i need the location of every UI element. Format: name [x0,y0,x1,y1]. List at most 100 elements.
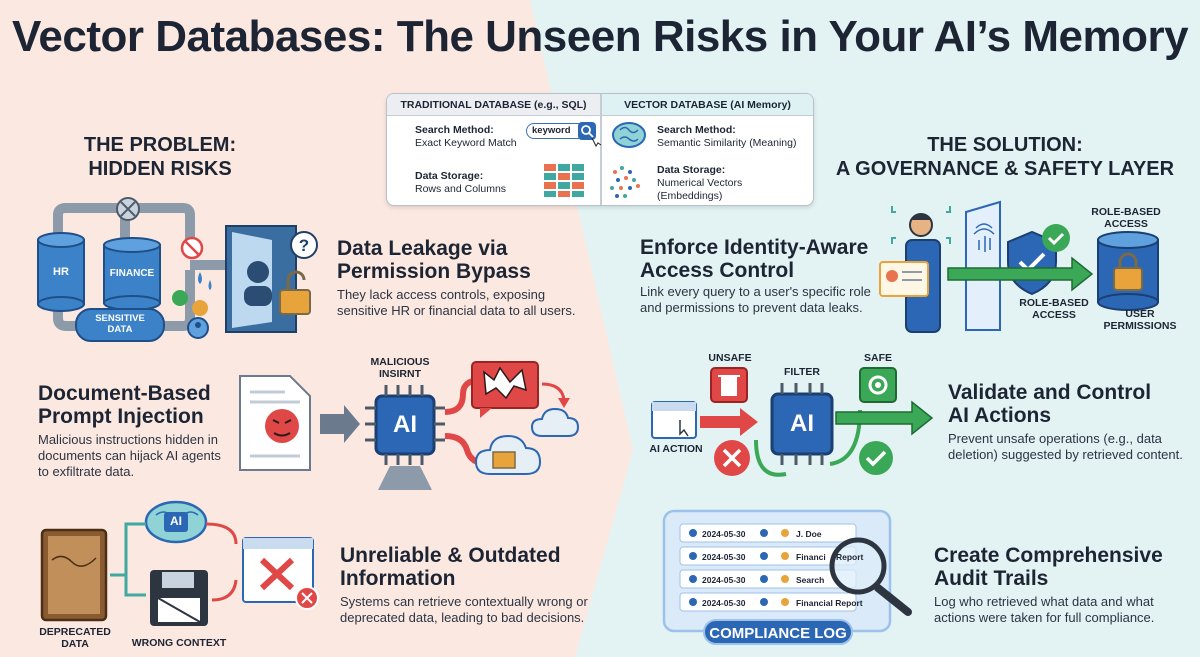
right-storage-label: Data Storage: [657,164,726,176]
finance-label: FINANCE [109,268,155,279]
solution-3-title-line2: Audit Trails [934,567,1049,590]
solution-2-desc-line1: Prevent unsafe operations (e.g., data [948,431,1162,446]
problem-3-title-line2: Information [340,567,456,590]
problem-1-desc-line2: sensitive HR or financial data to all us… [337,303,576,318]
vector-db-header: VECTOR DATABASE (AI Memory) [600,94,813,116]
left-search-cell: Search Method: Exact Keyword Match [415,124,517,150]
solution-2-title-line2: AI Actions [948,404,1052,427]
report-tag: Report [836,552,864,562]
solution-2-desc-line2: deletion) suggested by retrieved content… [948,447,1183,462]
solution-1-desc-line1: Link every query to a user's specific ro… [640,284,871,299]
page-title: Vector Databases: The Unseen Risks in Yo… [11,12,1189,61]
problem-3-desc-line1: Systems can retrieve contextually wrong … [340,594,588,609]
log-row-3-date: 2024-05-30 [702,575,746,585]
sensitive-label-line1: SENSITIVE [95,313,145,324]
left-storage-value: Rows and Columns [415,183,507,195]
log-row-2-date: 2024-05-30 [702,552,746,562]
left-storage-label: Data Storage: [415,170,484,182]
malicious-label-line1: MALICIOUS [370,356,430,368]
rba-top-line1: ROLE-BASED [1091,206,1161,218]
solution-1-desc: Link every query to a user's specific ro… [640,284,890,316]
compliance-log-badge: COMPLIANCE LOG [703,619,853,645]
solution-heading-line2: A GOVERNANCE & SAFETY LAYER [835,158,1175,180]
solution-heading-line1: THE SOLUTION: [927,134,1083,156]
solution-2-desc: Prevent unsafe operations (e.g., data de… [948,431,1193,463]
problem-1-title: Data Leakage via Permission Bypass [337,237,577,283]
rba-top-label: ROLE-BASED ACCESS [1086,206,1166,230]
ai-chip-label: AI [393,411,417,438]
problem-2-title-line2: Prompt Injection [38,405,204,428]
sensitive-label-line2: DATA [107,324,133,335]
deprecated-label-line2: DATA [61,638,89,650]
problem-1-desc: They lack access controls, exposing sens… [337,287,587,319]
table-divider [600,94,602,205]
malicious-label: MALICIOUS INSIRNT [360,356,440,380]
solution-3-title: Create Comprehensive Audit Trails [934,544,1184,590]
malicious-label-line2: INSIRNT [379,368,421,380]
solution-1-title-line1: Enforce Identity-Aware [640,236,869,259]
ai-action-label: AI ACTION [649,443,703,455]
solution-1-desc-line2: and permissions to prevent data leaks. [640,300,863,315]
left-search-value: Exact Keyword Match [415,137,517,149]
deprecated-label-line1: DEPRECATED [39,626,111,638]
solution-1-title-line2: Access Control [640,259,795,282]
problem-2-title-line1: Document-Based [38,382,211,405]
log-row-4-text: Financial Report [796,598,863,608]
problem-1-desc-line1: They lack access controls, exposing [337,287,546,302]
problem-3-title-line1: Unreliable & Outdated [340,544,561,567]
safe-label: SAFE [863,352,892,364]
user-perm-line2: PERMISSIONS [1103,320,1177,332]
solution-3-desc: Log who retrieved what data and what act… [934,594,1184,626]
problem-2-desc-line1: Malicious instructions hidden in [38,432,218,447]
right-storage-cell: Data Storage: Numerical Vectors (Embeddi… [657,164,742,203]
log-row-3-text: Search [796,575,825,585]
rba-mid-line2: ACCESS [1032,309,1076,321]
solution-3-title-line1: Create Comprehensive [934,544,1163,567]
solution-1-title: Enforce Identity-Aware Access Control [640,236,880,282]
problem-3-desc: Systems can retrieve contextually wrong … [340,594,590,626]
filter-ai-label: AI [790,410,814,437]
right-search-cell: Search Method: Semantic Similarity (Mean… [657,124,796,150]
log-row-1-date: 2024-05-30 [702,529,746,539]
keyword-search-box: keyword [526,123,586,139]
solution-2-title-line1: Validate and Control [948,381,1152,404]
traditional-db-header: TRADITIONAL DATABASE (e.g., SQL) [387,94,600,116]
problem-heading-line1: THE PROBLEM: [83,134,237,156]
problem-3-title: Unreliable & Outdated Information [340,544,580,590]
problem-2-title: Document-Based Prompt Injection [38,382,238,428]
rba-mid-line1: ROLE-BASED [1019,297,1089,309]
solution-2-title: Validate and Control AI Actions [948,381,1188,427]
sensitive-data-label: SENSITIVE DATA [76,313,164,335]
problem-heading-line2: HIDDEN RISKS [88,158,232,180]
right-storage-value-1: Numerical Vectors [657,177,743,189]
solution-heading: THE SOLUTION: A GOVERNANCE & SAFETY LAYE… [820,133,1190,181]
log-row-4-date: 2024-05-30 [702,598,746,608]
right-search-value: Semantic Similarity (Meaning) [657,137,797,149]
ai-brain-label: AI [170,514,182,528]
comparison-table: TRADITIONAL DATABASE (e.g., SQL) VECTOR … [386,93,814,206]
wrong-context-label: WRONG CONTEXT [131,637,227,649]
problem-heading: THE PROBLEM: HIDDEN RISKS [60,133,260,181]
problem-1-title-line1: Data Leakage via [337,237,508,260]
hr-label: HR [53,266,69,278]
problem-1-title-line2: Permission Bypass [337,260,531,283]
problem-2-desc-line2: documents can hijack AI agents [38,448,221,463]
solution-3-desc-line2: actions were taken for full compliance. [934,610,1155,625]
unsafe-label: UNSAFE [708,352,752,364]
rba-mid-label: ROLE-BASED ACCESS [1014,297,1094,321]
left-search-label: Search Method: [415,124,494,136]
filter-label: FILTER [784,366,820,378]
log-row-2-text: Financi [796,552,826,562]
log-row-1-text: J. Doe [796,529,822,539]
deprecated-label: DEPRECATED DATA [30,626,120,650]
problem-2-desc-line3: to exfiltrate data. [38,464,135,479]
rba-top-line2: ACCESS [1104,218,1148,230]
problem-3-desc-line2: deprecated data, leading to bad decision… [340,610,585,625]
right-storage-value-2: (Embeddings) [657,190,723,202]
problem-2-desc: Malicious instructions hidden in documen… [38,432,238,480]
left-storage-cell: Data Storage: Rows and Columns [415,170,506,196]
solution-3-desc-line1: Log who retrieved what data and what [934,594,1154,609]
user-perm-line1: USER [1125,308,1155,320]
right-search-label: Search Method: [657,124,736,136]
user-permissions-label: USER PERMISSIONS [1100,308,1180,332]
